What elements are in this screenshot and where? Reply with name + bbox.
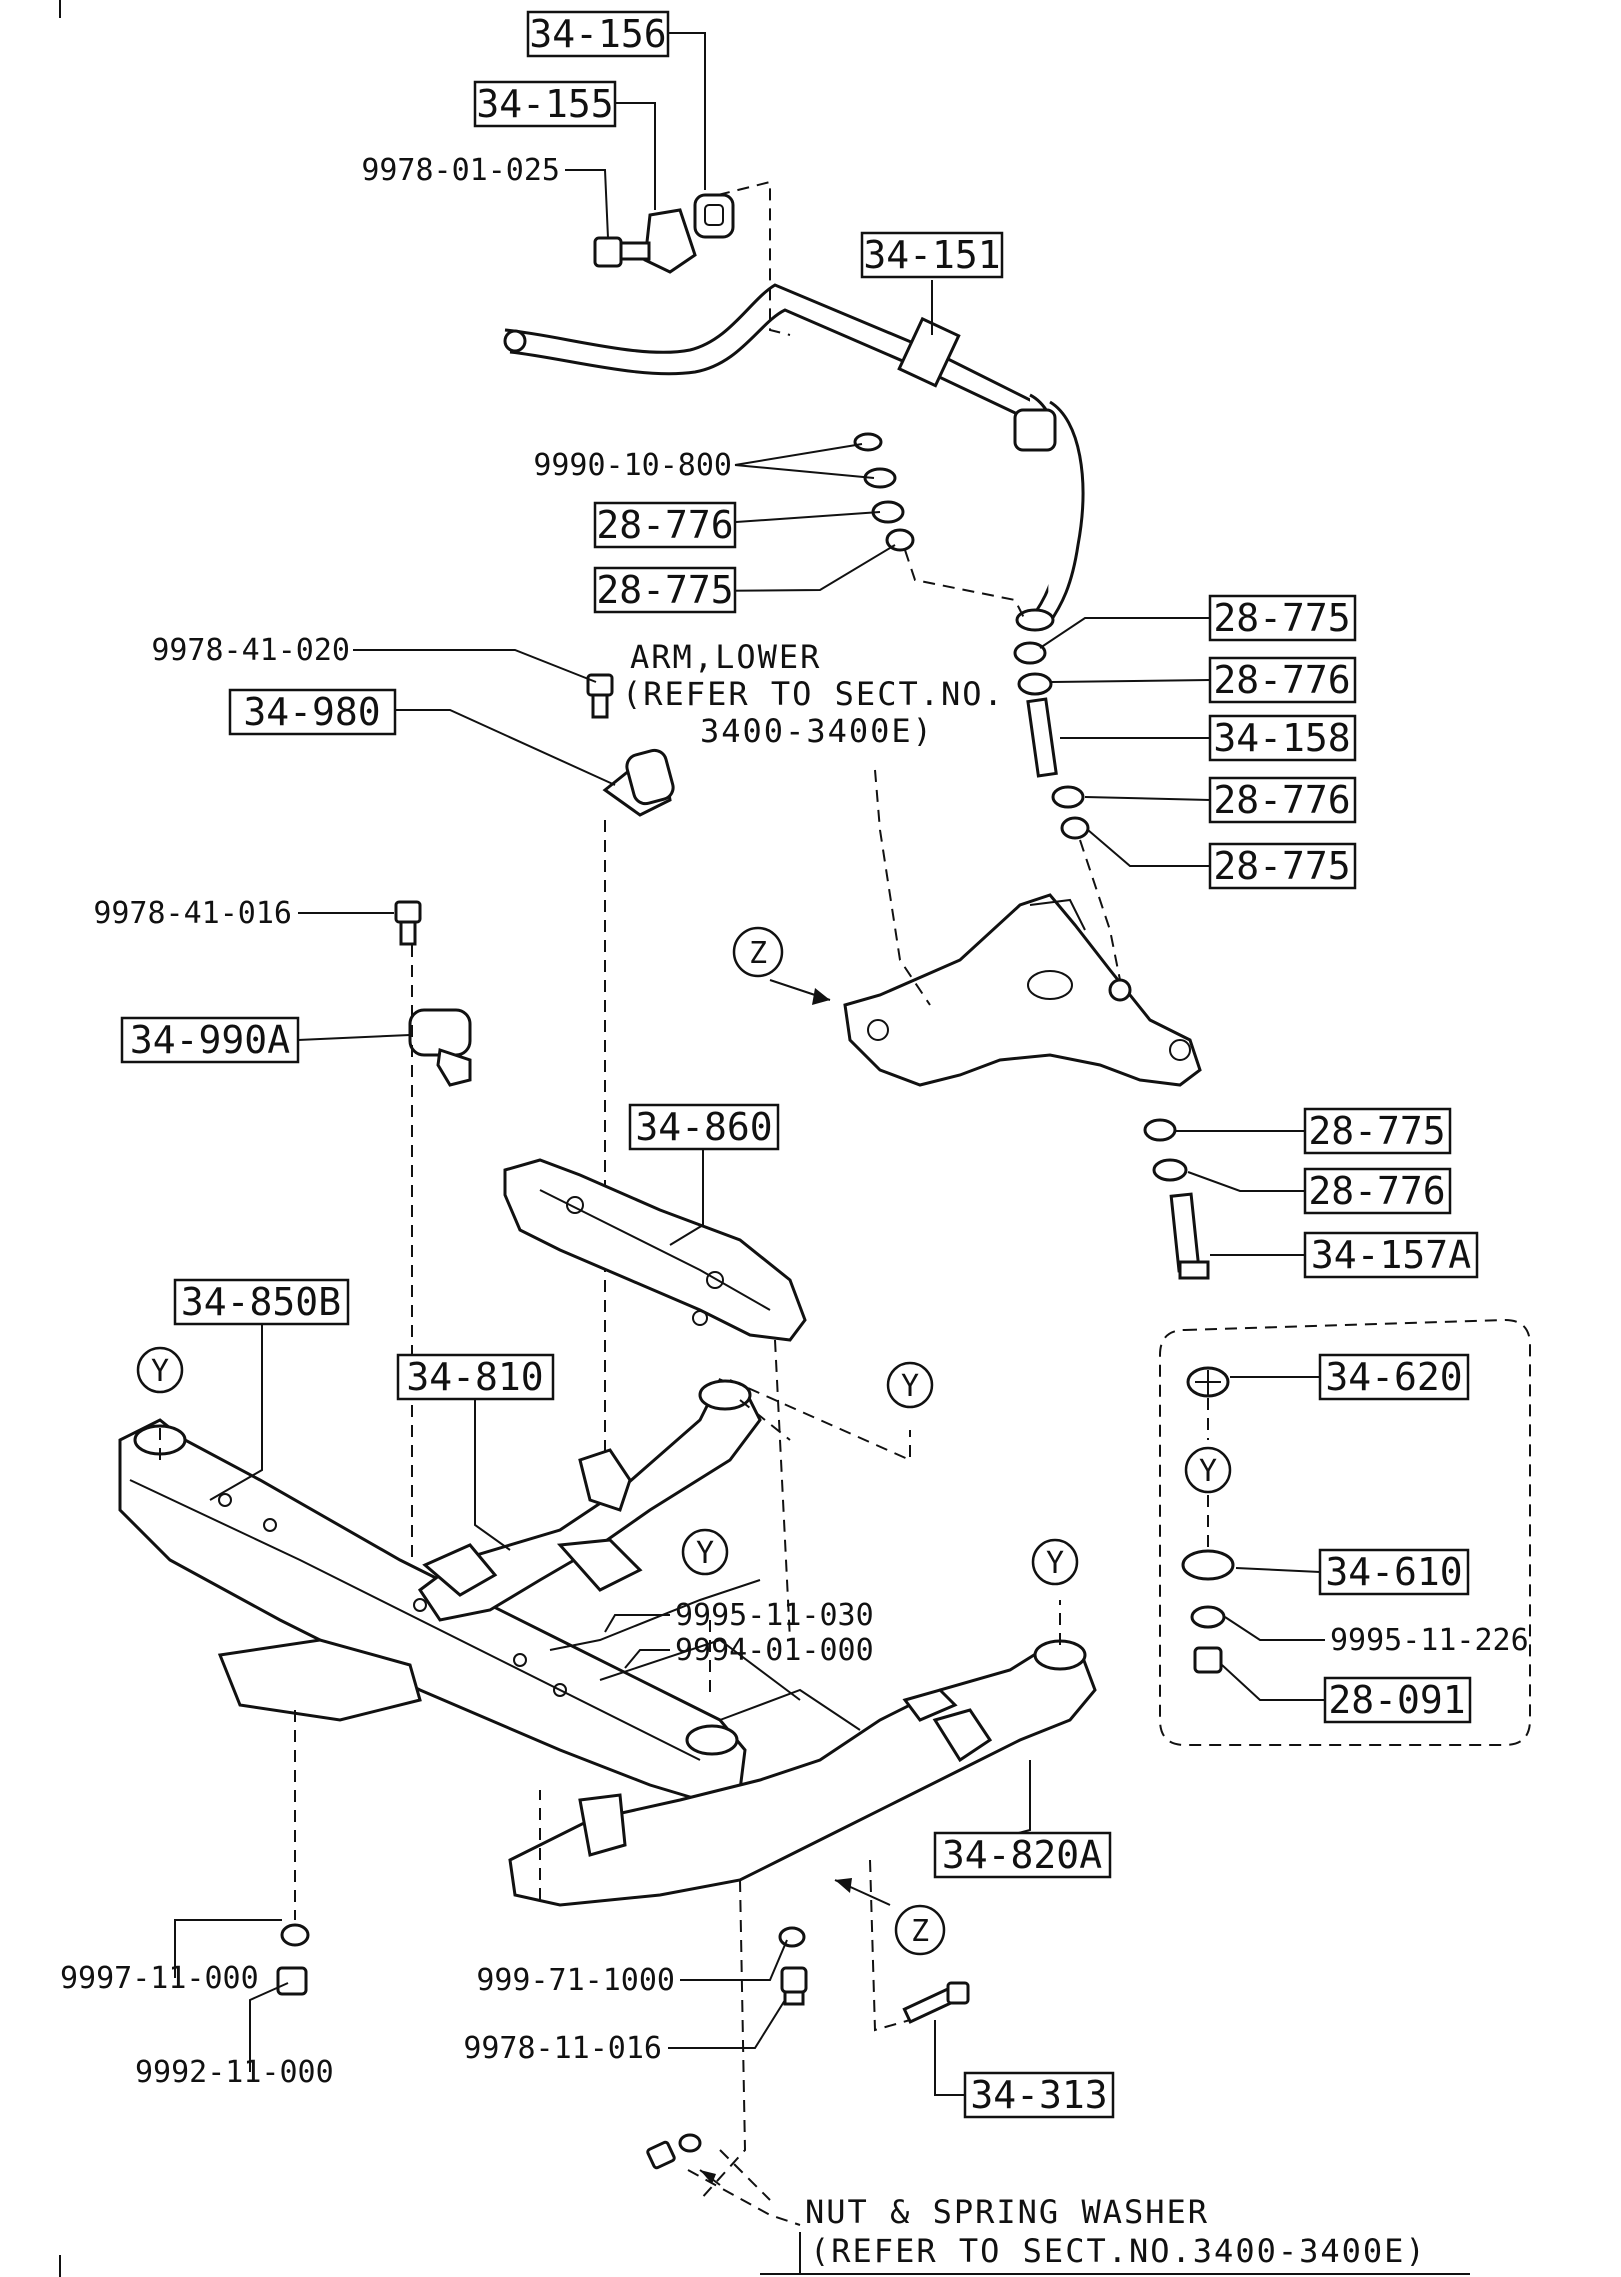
label-28-775-a: 28-775 xyxy=(596,568,733,612)
mount-detail-group xyxy=(1159,1318,1531,1746)
left-support-plate xyxy=(217,1638,422,1722)
label-9994-01-000: 9994-01-000 xyxy=(675,1633,874,1668)
label-9995-11-226: 9995-11-226 xyxy=(1330,1623,1529,1658)
link-washers-right xyxy=(1013,641,1090,840)
lower-arm-bushing xyxy=(602,748,675,817)
label-9978-41-016: 9978-41-016 xyxy=(93,896,292,931)
label-34-820a: 34-820A xyxy=(942,1833,1102,1877)
reference-markers: Z Z Y Y Y Y Y xyxy=(136,926,1232,1956)
label-34-990a: 34-990A xyxy=(130,1018,290,1062)
marker-y-2: Y xyxy=(901,1369,919,1404)
link-washers-upper xyxy=(853,432,915,552)
stabilizer-bracket xyxy=(643,208,697,274)
label-999-71-1000: 999-71-1000 xyxy=(476,1963,675,1998)
center-link-members xyxy=(549,1579,861,1731)
direction-arrows xyxy=(699,979,891,2186)
label-9992-11-000: 9992-11-000 xyxy=(135,2055,334,2090)
label-34-313: 34-313 xyxy=(970,2073,1107,2117)
label-9978-01-025: 9978-01-025 xyxy=(361,153,560,188)
marker-z-upper: Z xyxy=(749,936,767,971)
label-34-158: 34-158 xyxy=(1213,716,1350,760)
label-34-151: 34-151 xyxy=(863,233,1000,277)
label-34-156: 34-156 xyxy=(529,12,666,56)
lower-arm-bolt xyxy=(586,673,614,719)
note-arm-lower-title: ARM,LOWER xyxy=(630,638,821,676)
note-arm-lower-sect: 3400-3400E) xyxy=(700,712,934,750)
main-crossmember xyxy=(417,1378,762,1622)
lower-arm xyxy=(843,893,1202,1087)
label-28-775-b: 28-775 xyxy=(1213,596,1350,640)
label-34-980: 34-980 xyxy=(243,690,380,734)
notes: ARM,LOWER (REFER TO SECT.NO. 3400-3400E)… xyxy=(622,638,1427,2275)
label-28-776-a: 28-776 xyxy=(596,503,733,547)
note-nut-washer: NUT & SPRING WASHER xyxy=(805,2193,1209,2231)
label-34-155: 34-155 xyxy=(476,82,613,126)
label-28-776-c: 28-776 xyxy=(1213,778,1350,822)
label-34-620: 34-620 xyxy=(1325,1355,1462,1399)
note-arm-lower-ref: (REFER TO SECT.NO. xyxy=(622,675,1005,713)
front-mount-bracket xyxy=(408,1008,472,1087)
label-28-775-d: 28-775 xyxy=(1308,1109,1445,1153)
bracket-bolt xyxy=(593,236,651,268)
marker-y-1: Y xyxy=(151,1354,169,1389)
front-mount-bolt xyxy=(394,900,422,946)
marker-y-5: Y xyxy=(1199,1454,1217,1489)
label-34-860: 34-860 xyxy=(635,1105,772,1149)
label-9978-11-016: 9978-11-016 xyxy=(463,2031,662,2066)
label-28-776-b: 28-776 xyxy=(1213,658,1350,702)
label-9990-10-800: 9990-10-800 xyxy=(533,448,732,483)
marker-z-lower: Z xyxy=(911,1914,929,1949)
label-34-810: 34-810 xyxy=(406,1355,543,1399)
plain-labels: 9978-01-025 9990-10-800 9978-41-020 9978… xyxy=(60,153,1529,2090)
stabilizer-bar xyxy=(503,283,1085,632)
label-34-610: 34-610 xyxy=(1325,1550,1462,1594)
boxed-labels: 34-156 34-155 34-151 28-776 28-775 34-98… xyxy=(120,10,1479,2119)
label-9997-11-000: 9997-11-000 xyxy=(60,1961,259,1996)
label-34-850b: 34-850B xyxy=(181,1280,341,1324)
label-28-776-d: 28-776 xyxy=(1308,1169,1445,1213)
label-28-775-c: 28-775 xyxy=(1213,844,1350,888)
marker-y-3: Y xyxy=(696,1536,714,1571)
label-9978-41-020: 9978-41-020 xyxy=(151,633,350,668)
lower-plate xyxy=(503,1158,807,1342)
marker-y-4: Y xyxy=(1046,1546,1064,1581)
label-28-091: 28-091 xyxy=(1328,1678,1465,1722)
label-34-157a: 34-157A xyxy=(1311,1233,1471,1277)
rear-crossmember xyxy=(508,1639,1097,1907)
stabilizer-bushing xyxy=(693,193,735,239)
rear-mount-bolt xyxy=(902,1981,970,2024)
label-9995-11-030: 9995-11-030 xyxy=(675,1598,874,1633)
note-nut-washer-ref: (REFER TO SECT.NO.3400-3400E) xyxy=(810,2232,1427,2270)
nut-spring-washer xyxy=(646,2133,702,2170)
lower-arm-rear-washers xyxy=(1143,1118,1210,1280)
